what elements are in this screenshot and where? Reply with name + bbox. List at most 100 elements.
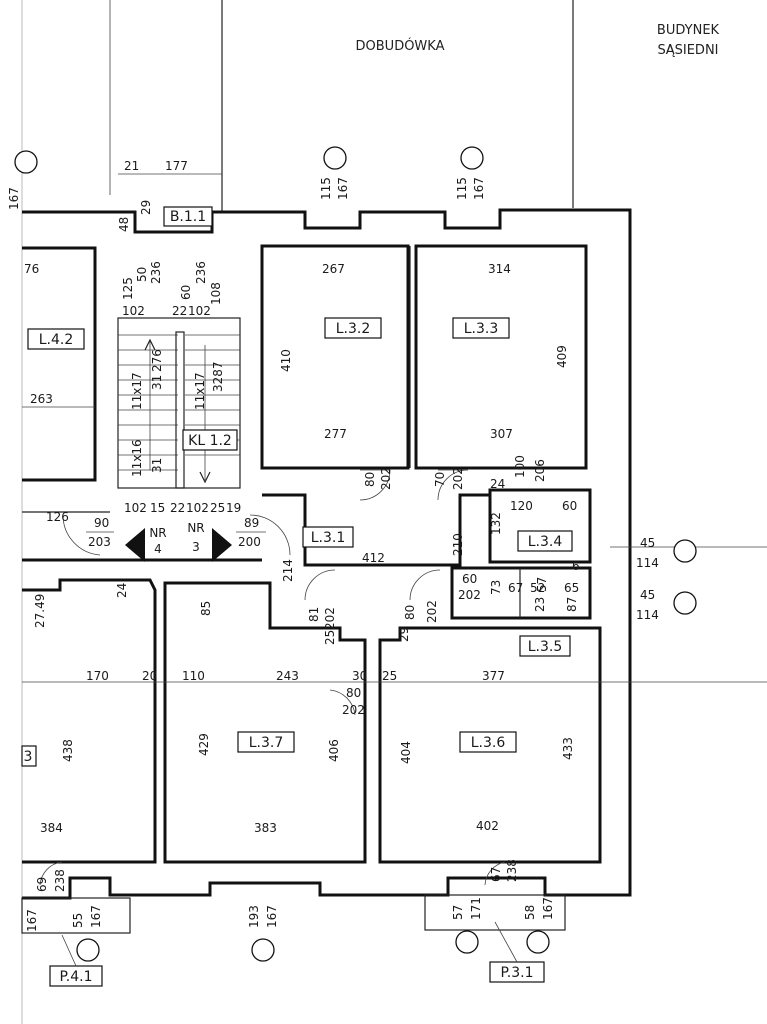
dim: 102 xyxy=(188,304,211,318)
dim: 81 xyxy=(307,607,321,622)
axis-marker xyxy=(460,146,484,170)
apartment-3-entry-marker xyxy=(212,528,232,562)
door-swing-l36 xyxy=(409,569,441,601)
balcony-p31-outline xyxy=(424,894,566,931)
dim: 20 xyxy=(142,669,157,683)
room-tag-p41-text: P.4.1 xyxy=(60,969,93,985)
dim: 80 xyxy=(403,605,417,620)
dim: 276 xyxy=(150,349,164,372)
dim: 125 xyxy=(121,277,135,300)
dim: 203 xyxy=(88,535,111,549)
dim: 67 xyxy=(489,867,503,882)
neighbour-building-line2: SĄSIEDNI xyxy=(657,43,718,58)
room-tag-l43-fragment xyxy=(21,745,37,767)
axis-marker xyxy=(526,930,550,954)
dim: 24 xyxy=(115,583,129,598)
door-swing-apt4 xyxy=(62,514,101,556)
room-l36-outline xyxy=(378,626,602,864)
dim: 236 xyxy=(194,261,208,284)
dim: 236 xyxy=(149,261,163,284)
dim: 108 xyxy=(209,282,223,305)
room-tag-l42-text: L.4.2 xyxy=(39,332,74,348)
dim: 11x16 xyxy=(130,439,144,477)
dim: 170 xyxy=(86,669,109,683)
dim: 206 xyxy=(533,459,547,482)
dim: 409 xyxy=(555,345,569,368)
dim: 114 xyxy=(636,556,659,570)
dim: 110 xyxy=(182,669,205,683)
dim: 171 xyxy=(469,897,483,920)
room-tag-l33-text: L.3.3 xyxy=(464,321,499,337)
nr-left-label: NR xyxy=(149,526,166,540)
dim: 314 xyxy=(488,262,511,276)
door-swing-l32 xyxy=(359,469,391,501)
dim: 120 xyxy=(510,499,533,513)
dim: 202 xyxy=(425,600,439,623)
room-tag-l37-text: L.3.7 xyxy=(249,735,284,751)
dim: 24 xyxy=(490,477,505,491)
apartment-4-entry-marker xyxy=(125,528,145,562)
dim: 402 xyxy=(476,819,499,833)
dim: 29 xyxy=(139,200,153,215)
room-tag-l34 xyxy=(517,530,573,552)
dim: 22 xyxy=(172,304,187,318)
extension-label: DOBUDÓWKA xyxy=(356,38,445,54)
dim: 31 xyxy=(150,375,164,390)
neighbour-building-line1: BUDYNEK xyxy=(657,23,720,38)
dim: 202 xyxy=(379,467,393,490)
dim: 263 xyxy=(30,392,53,406)
dim: 55 xyxy=(71,913,85,928)
axis-marker xyxy=(455,930,479,954)
dim: 200 xyxy=(238,535,261,549)
dim: 202 xyxy=(342,703,365,717)
door-swing-l37-l36 xyxy=(329,689,356,716)
room-tag-l43-fragment-text: 3 xyxy=(24,749,33,765)
room-tag-kl12 xyxy=(182,429,238,451)
dim: 267 xyxy=(322,262,345,276)
room-tag-l36 xyxy=(459,731,517,753)
dim: 60 xyxy=(562,499,577,513)
nr-right-label: NR xyxy=(187,521,204,535)
dim: 126 xyxy=(46,510,69,524)
room-tag-l33 xyxy=(452,317,510,339)
dim: 69 xyxy=(35,877,49,892)
room-tag-p31-text: P.3.1 xyxy=(501,965,534,981)
dim: 57 xyxy=(535,577,549,592)
dim: 52 xyxy=(530,581,545,595)
dim: 21 xyxy=(124,159,139,173)
dim: 11x17 xyxy=(130,372,144,410)
dim: 404 xyxy=(399,741,413,764)
axis-marker xyxy=(251,938,275,962)
dim: 57 xyxy=(451,905,465,920)
dim: 76 xyxy=(24,262,39,276)
dim: 65 xyxy=(564,581,579,595)
dim: 214 xyxy=(281,559,295,582)
stair-arrow-down-head xyxy=(199,471,211,484)
dim: 89 xyxy=(244,516,259,530)
dim: 167 xyxy=(25,909,39,932)
dim: 31 xyxy=(150,458,164,473)
dim: 102 xyxy=(186,501,209,515)
dim: 80 xyxy=(363,472,377,487)
dim: 73 xyxy=(489,580,503,595)
door-swing-balcony-p31 xyxy=(484,861,506,886)
room-tag-l31 xyxy=(302,526,354,548)
room-tag-b11-text: B.1.1 xyxy=(170,209,206,225)
dim: 202 xyxy=(458,588,481,602)
dim: 377 xyxy=(482,669,505,683)
dim: 45 xyxy=(640,588,655,602)
dim: 102 xyxy=(122,304,145,318)
dim: 114 xyxy=(636,608,659,622)
dim: 58 xyxy=(523,905,537,920)
dim: 210 xyxy=(451,533,465,556)
room-tag-l35-text: L.3.5 xyxy=(528,639,563,655)
door-swing-apt3 xyxy=(249,514,291,556)
dim: 60 xyxy=(179,285,193,300)
dim: 25 xyxy=(382,669,397,683)
room-tag-l32 xyxy=(324,317,382,339)
axis-marker xyxy=(76,938,100,962)
dim: 50 xyxy=(135,267,149,282)
dim: 6 xyxy=(572,559,580,573)
room-l33-outline xyxy=(414,244,588,470)
